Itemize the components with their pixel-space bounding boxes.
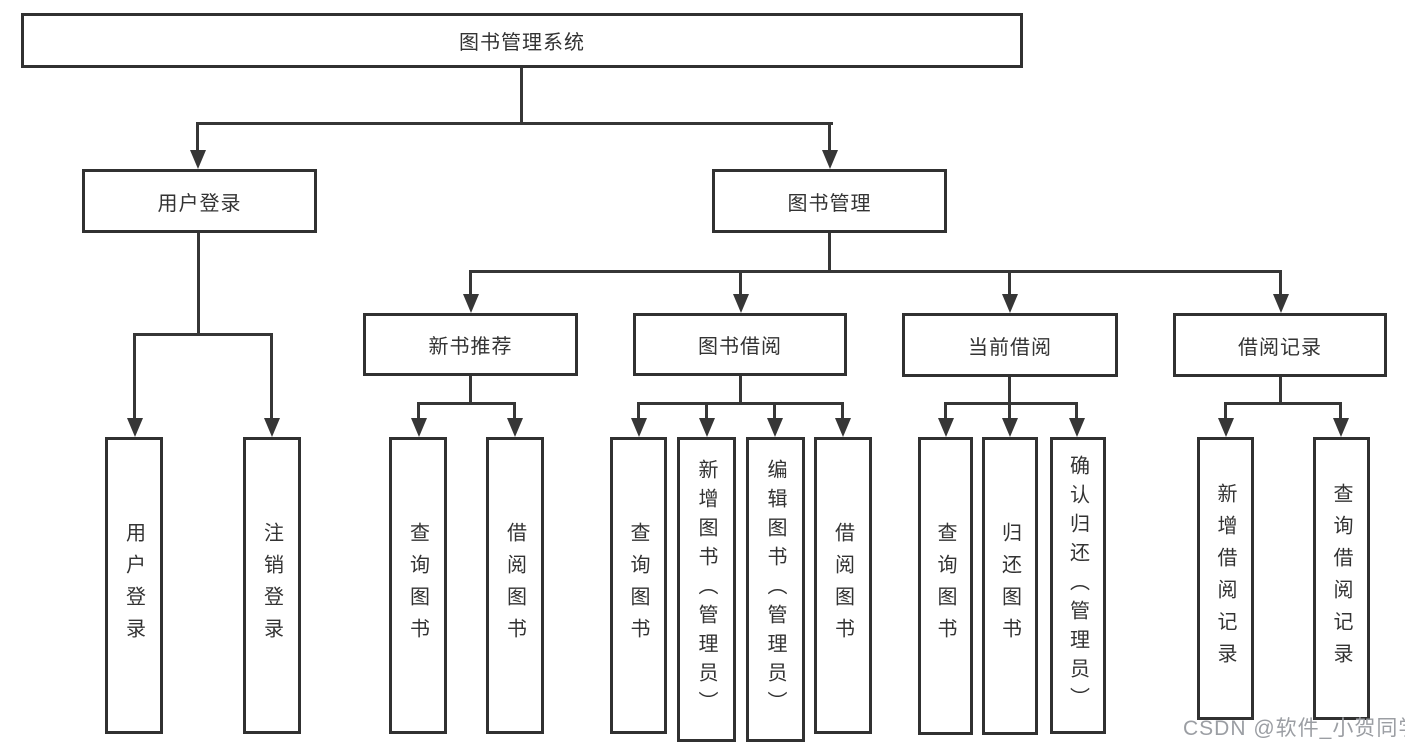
connector-root-rail xyxy=(196,122,833,125)
arrow-down-icon xyxy=(938,418,954,437)
connector-borrow-drop-3 xyxy=(773,402,776,419)
connector-recommend-drop-2 xyxy=(513,402,516,419)
arrow-down-icon xyxy=(507,418,523,437)
connector-user-login-drop-2 xyxy=(270,333,273,419)
leaf-return-books: 归还图书 xyxy=(982,437,1038,735)
arrow-down-icon xyxy=(1333,418,1349,437)
arrow-down-icon xyxy=(1002,418,1018,437)
arrow-down-icon xyxy=(264,418,280,437)
csdn-watermark: CSDN @软件_小贺同学 xyxy=(1183,717,1405,740)
arrow-down-icon xyxy=(822,150,838,169)
leaf-edit-book-admin: 编辑图书（管理员） xyxy=(746,437,805,742)
connector-recommend-rail xyxy=(417,402,516,405)
leaf-user-login: 用户登录 xyxy=(105,437,163,734)
arrow-down-icon xyxy=(835,418,851,437)
node-book-management: 图书管理 xyxy=(712,169,947,233)
leaf-logout: 注销登录 xyxy=(243,437,301,734)
connector-borrow-drop-1 xyxy=(637,402,640,419)
arrow-down-icon xyxy=(1273,294,1289,313)
arrow-down-icon xyxy=(767,418,783,437)
connector-borrow-stem xyxy=(739,376,742,405)
connector-current-stem xyxy=(1008,377,1011,405)
arrow-down-icon xyxy=(1069,418,1085,437)
connector-user-login-rail xyxy=(133,333,273,336)
arrow-down-icon xyxy=(733,294,749,313)
leaf-query-books-recommend: 查询图书 xyxy=(389,437,447,734)
connector-book-mgmt-drop-4 xyxy=(1279,270,1282,296)
connector-current-rail xyxy=(944,402,1078,405)
node-user-login: 用户登录 xyxy=(82,169,317,233)
node-current-borrowing: 当前借阅 xyxy=(902,313,1118,377)
connector-current-drop-1 xyxy=(944,402,947,419)
arrow-down-icon xyxy=(190,150,206,169)
leaf-add-book-admin: 新增图书（管理员） xyxy=(677,437,736,742)
arrow-down-icon xyxy=(1218,418,1234,437)
leaf-query-books-current: 查询图书 xyxy=(918,437,973,735)
connector-current-drop-2 xyxy=(1008,402,1011,419)
connector-user-login-drop-1 xyxy=(133,333,136,419)
connector-borrow-drop-2 xyxy=(705,402,708,419)
node-book-borrowing: 图书借阅 xyxy=(633,313,847,376)
connector-root-drop-right xyxy=(828,122,831,152)
connector-root-drop-left xyxy=(196,122,199,152)
arrow-down-icon xyxy=(631,418,647,437)
connector-current-drop-3 xyxy=(1075,402,1078,419)
leaf-borrow-books-recommend: 借阅图书 xyxy=(486,437,544,734)
connector-records-rail xyxy=(1224,402,1342,405)
connector-book-mgmt-drop-2 xyxy=(739,270,742,296)
connector-recommend-drop-1 xyxy=(417,402,420,419)
connector-borrow-drop-4 xyxy=(841,402,844,419)
connector-records-drop-1 xyxy=(1224,402,1227,419)
leaf-confirm-return-admin: 确认归还（管理员） xyxy=(1050,437,1106,734)
leaf-query-borrow-record: 查询借阅记录 xyxy=(1313,437,1370,720)
connector-book-mgmt-stem xyxy=(828,233,831,273)
connector-records-drop-2 xyxy=(1339,402,1342,419)
connector-book-mgmt-drop-1 xyxy=(469,270,472,296)
node-new-book-recommendation: 新书推荐 xyxy=(363,313,578,376)
connector-records-stem xyxy=(1279,377,1282,405)
connector-root-stem xyxy=(520,68,523,122)
arrow-down-icon xyxy=(127,418,143,437)
node-borrowing-records: 借阅记录 xyxy=(1173,313,1387,377)
arrow-down-icon xyxy=(411,418,427,437)
connector-recommend-stem xyxy=(469,376,472,405)
arrow-down-icon xyxy=(699,418,715,437)
connector-book-mgmt-rail xyxy=(469,270,1282,273)
leaf-add-borrow-record: 新增借阅记录 xyxy=(1197,437,1254,720)
leaf-borrow-books: 借阅图书 xyxy=(814,437,872,734)
leaf-query-books-borrow: 查询图书 xyxy=(610,437,667,734)
arrow-down-icon xyxy=(463,294,479,313)
node-library-management-system: 图书管理系统 xyxy=(21,13,1023,68)
connector-book-mgmt-drop-3 xyxy=(1008,270,1011,296)
connector-user-login-stem xyxy=(197,233,200,336)
connector-borrow-rail xyxy=(637,402,843,405)
arrow-down-icon xyxy=(1002,294,1018,313)
